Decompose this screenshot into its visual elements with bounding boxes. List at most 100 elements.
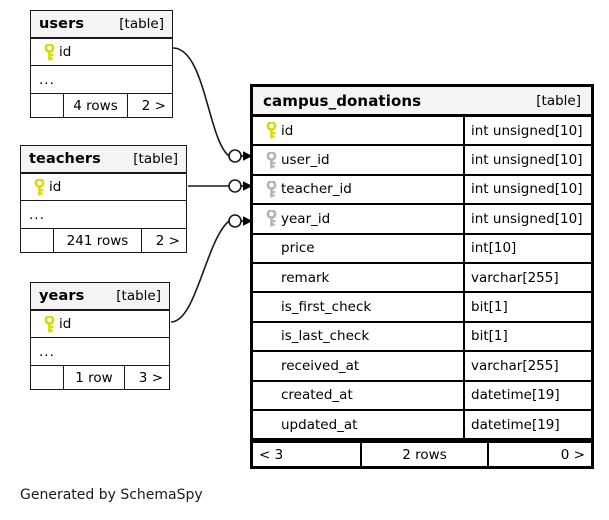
column-cell-price: price — [253, 235, 463, 262]
table-node-teachers[interactable]: teachers [table] id ... 241 row — [20, 145, 187, 253]
primary-key-icon — [39, 315, 59, 333]
footer-rowcount-cell: 2 rows — [360, 443, 487, 467]
table-row[interactable]: received_at varchar[255] — [253, 352, 591, 382]
footer-left-cell[interactable] — [31, 366, 63, 389]
column-type-text: bit[1] — [463, 322, 591, 351]
column-name-text: price — [281, 240, 315, 257]
primary-key-icon — [39, 43, 59, 61]
table-row-more[interactable]: ... — [31, 66, 172, 93]
column-cell-is-first-check: is_first_check — [253, 293, 463, 320]
footer-left-cell[interactable] — [31, 94, 63, 117]
primary-key-icon — [29, 178, 49, 196]
footer-rowcount-cell: 4 rows — [63, 94, 127, 117]
table-node-users[interactable]: users [table] id ... 4 rows — [30, 10, 173, 118]
table-header-years: years [table] — [31, 283, 169, 311]
table-header-users: users [table] — [31, 11, 172, 39]
table-footer-users: 4 rows 2 > — [31, 93, 172, 117]
table-row[interactable]: created_at datetime[19] — [253, 381, 591, 411]
footer-rowcount-cell: 241 rows — [53, 229, 141, 252]
table-row[interactable]: is_last_check bit[1] — [253, 322, 591, 353]
footer-rowcount-cell: 1 row — [63, 366, 124, 389]
table-row[interactable]: year_id int unsigned[10] — [253, 205, 591, 235]
table-title-campus-donations: campus_donations — [263, 91, 422, 110]
column-cell-received-at: received_at — [253, 352, 463, 379]
column-name-text: id — [59, 316, 72, 332]
footer-children-cell[interactable]: 0 > — [487, 443, 591, 467]
column-cell-id: id — [31, 311, 169, 337]
table-footer-campus-donations: < 3 2 rows 0 > — [253, 440, 591, 467]
column-name-text: user_id — [281, 152, 330, 169]
column-type-text: int unsigned[10] — [463, 175, 591, 204]
column-name-text: received_at — [281, 357, 360, 374]
column-cell-user-id: user_id — [253, 146, 463, 173]
column-cell-is-last-check: is_last_check — [253, 323, 463, 350]
table-title-years: years — [39, 288, 85, 304]
table-row[interactable]: id — [31, 39, 172, 66]
table-row[interactable]: user_id int unsigned[10] — [253, 146, 591, 176]
table-row[interactable]: remark varchar[255] — [253, 263, 591, 294]
column-name-text: remark — [281, 269, 330, 286]
column-type-text: int unsigned[10] — [463, 117, 591, 145]
table-node-campus-donations[interactable]: campus_donations [table] id int unsigned… — [250, 84, 594, 470]
column-cell-updated-at: updated_at — [253, 411, 463, 438]
column-cell-remark: remark — [253, 264, 463, 291]
column-name-text: id — [281, 122, 294, 139]
table-header-campus-donations: campus_donations [table] — [253, 87, 591, 117]
column-type-text: bit[1] — [463, 293, 591, 321]
table-row[interactable]: teacher_id int unsigned[10] — [253, 175, 591, 206]
column-type-text: int[10] — [463, 234, 591, 262]
footer-left-cell[interactable] — [21, 229, 53, 252]
table-row[interactable]: updated_at datetime[19] — [253, 410, 591, 441]
column-cell-teacher-id: teacher_id — [253, 176, 463, 203]
foreign-key-icon — [261, 180, 281, 198]
foreign-key-icon — [261, 210, 281, 227]
table-node-years[interactable]: years [table] id ... 1 row — [30, 282, 170, 390]
table-footer-teachers: 241 rows 2 > — [21, 228, 186, 252]
column-name-text: year_id — [281, 210, 331, 227]
column-type-text: int unsigned[10] — [463, 146, 591, 174]
column-name-text: created_at — [281, 387, 353, 404]
table-tag-users: [table] — [119, 16, 164, 32]
column-name-text: teacher_id — [281, 181, 352, 198]
table-header-teachers: teachers [table] — [21, 146, 186, 174]
table-title-users: users — [39, 16, 85, 32]
primary-key-icon — [261, 122, 281, 139]
table-row-more[interactable]: ... — [31, 338, 169, 365]
column-name-text: is_last_check — [281, 328, 370, 345]
footer-right-cell[interactable]: 3 > — [124, 366, 169, 389]
column-cell-id: id — [21, 174, 186, 200]
table-tag-campus-donations: [table] — [536, 92, 581, 109]
table-title-teachers: teachers — [29, 151, 101, 167]
column-type-text: datetime[19] — [463, 381, 591, 409]
column-cell-created-at: created_at — [253, 382, 463, 409]
table-row[interactable]: id — [31, 311, 169, 338]
column-name-text: is_first_check — [281, 299, 372, 316]
table-row-more[interactable]: ... — [21, 201, 186, 228]
footer-right-cell[interactable]: 2 > — [141, 229, 186, 252]
column-type-text: int unsigned[10] — [463, 205, 591, 233]
table-row[interactable]: price int[10] — [253, 234, 591, 264]
column-name-text: updated_at — [281, 416, 358, 433]
column-name-text: id — [59, 44, 72, 60]
column-type-text: datetime[19] — [463, 410, 591, 439]
column-type-text: varchar[255] — [463, 263, 591, 292]
footer-right-cell[interactable]: 2 > — [127, 94, 172, 117]
footer-parents-cell[interactable]: < 3 — [259, 446, 284, 463]
ellipsis-label: ... — [29, 206, 45, 223]
ellipsis-label: ... — [39, 71, 55, 88]
generated-by-label: Generated by SchemaSpy — [20, 487, 203, 503]
column-type-text: varchar[255] — [463, 352, 591, 380]
column-cell-year-id: year_id — [253, 205, 463, 232]
table-footer-years: 1 row 3 > — [31, 365, 169, 389]
table-row[interactable]: id — [21, 174, 186, 201]
edge-teachers-to-campus-donations — [188, 179, 253, 193]
ellipsis-label: ... — [39, 343, 55, 360]
column-cell-id: id — [253, 117, 463, 144]
table-tag-teachers: [table] — [133, 151, 178, 167]
column-cell-id: id — [31, 39, 172, 65]
table-row[interactable]: id int unsigned[10] — [253, 117, 591, 147]
table-row[interactable]: is_first_check bit[1] — [253, 293, 591, 323]
column-name-text: id — [49, 179, 62, 195]
table-tag-years: [table] — [116, 288, 161, 304]
